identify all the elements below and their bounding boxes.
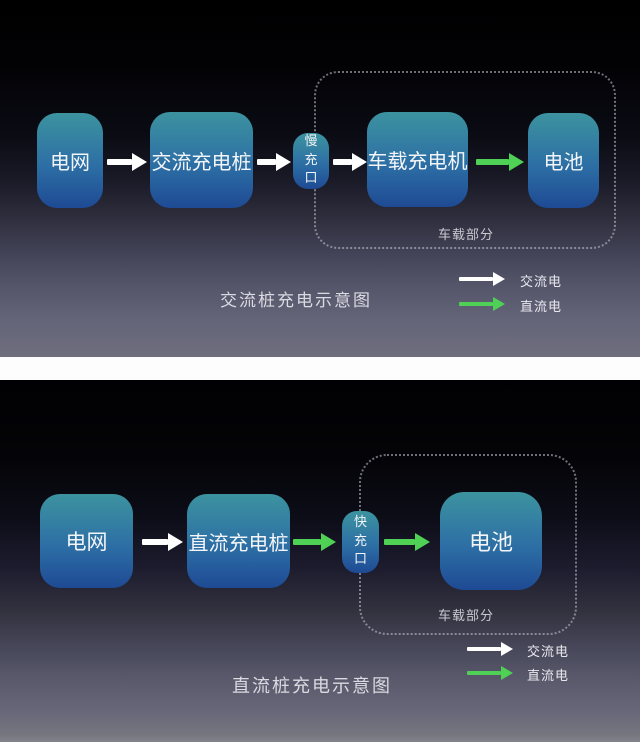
arrow-head-icon — [276, 153, 291, 171]
arrow-shaft — [107, 159, 132, 165]
node-grid: 电网 — [37, 113, 103, 208]
legend-ac-arrow-icon — [467, 642, 513, 656]
arrow-head-icon — [415, 533, 430, 551]
legend-dc-arrow-icon — [459, 297, 505, 311]
diagram-title-dc: 直流桩充电示意图 — [232, 676, 392, 697]
panel-dc-charging: 电网 直流充电桩 快充口 电池 车载部分 直流桩充电示意图 — [0, 380, 640, 742]
legend-ac-label: 交流电 — [527, 645, 570, 660]
ac-arrow-port-to-obc — [333, 152, 367, 172]
node-dc-charger-label: 直流充电桩 — [188, 530, 289, 555]
arrow-head-icon — [501, 666, 513, 680]
arrow-head-icon — [168, 533, 183, 551]
node-grid: 电网 — [40, 494, 133, 588]
node-battery-label: 电池 — [543, 150, 584, 174]
arrow-shaft — [467, 647, 501, 651]
node-onboard-charger: 车载充电机 — [367, 112, 468, 207]
node-fast-charge-port-label: 快充口 — [353, 514, 367, 568]
arrow-head-icon — [509, 153, 524, 171]
node-fast-charge-port: 快充口 — [342, 511, 379, 573]
legend-ac-arrow-icon — [459, 272, 505, 286]
legend-dc-arrow-icon — [467, 666, 513, 680]
diagram-title-ac: 交流桩充电示意图 — [220, 291, 372, 311]
arrow-shaft — [142, 539, 168, 545]
legend-dc-label: 直流电 — [527, 669, 570, 684]
arrow-head-icon — [501, 642, 513, 656]
dc-arrow-port-to-battery — [384, 532, 430, 552]
node-slow-charge-port: 慢充口 — [293, 133, 329, 189]
node-ac-charger: 交流充电桩 — [150, 112, 253, 208]
node-onboard-charger-label: 车载充电机 — [367, 149, 468, 173]
node-grid-label: 电网 — [65, 530, 108, 554]
node-slow-charge-port-label: 慢充口 — [304, 133, 318, 187]
arrow-shaft — [459, 302, 493, 306]
arrow-head-icon — [493, 297, 505, 311]
arrow-shaft — [257, 159, 276, 165]
node-battery: 电池 — [528, 113, 599, 208]
arrow-shaft — [459, 277, 493, 281]
arrow-head-icon — [321, 533, 336, 551]
node-grid-label: 电网 — [50, 150, 90, 174]
arrow-head-icon — [493, 272, 505, 286]
arrow-shaft — [476, 159, 509, 165]
onboard-group-label: 车载部分 — [438, 228, 495, 243]
arrow-head-icon — [132, 153, 147, 171]
ac-arrow-charger-to-port — [257, 152, 291, 172]
arrow-shaft — [293, 539, 321, 545]
arrow-shaft — [333, 159, 352, 165]
panel-divider — [0, 357, 640, 380]
node-dc-charger: 直流充电桩 — [187, 494, 290, 588]
legend-dc-label: 直流电 — [520, 300, 563, 315]
dc-arrow-charger-to-port — [293, 532, 336, 552]
ac-arrow-grid-to-charger — [142, 532, 183, 552]
node-ac-charger-label: 交流充电桩 — [151, 149, 252, 174]
panel-ac-charging: 电网 交流充电桩 慢充口 车载充电机 电池 — [0, 0, 640, 357]
legend-ac-label: 交流电 — [520, 275, 563, 290]
dc-arrow-obc-to-battery — [476, 152, 524, 172]
node-battery-label: 电池 — [468, 531, 513, 556]
ac-arrow-grid-to-charger — [107, 152, 147, 172]
node-battery: 电池 — [440, 492, 542, 590]
arrow-head-icon — [352, 153, 367, 171]
arrow-shaft — [384, 539, 415, 545]
onboard-group-label: 车载部分 — [438, 609, 495, 624]
arrow-shaft — [467, 671, 501, 675]
